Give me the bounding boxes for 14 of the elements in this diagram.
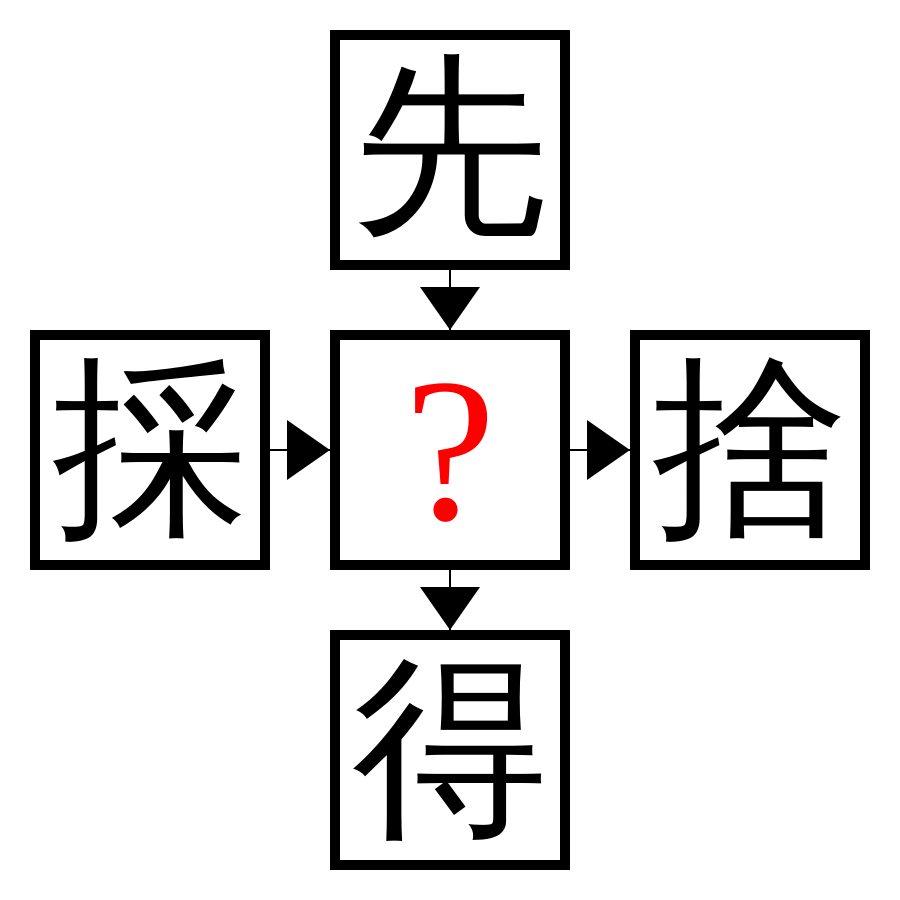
kanji-character: 捨 [652,352,848,548]
kanji-character: 採 [52,352,248,548]
character-box [330,30,570,270]
arrow [570,420,630,480]
kanji-character: 得 [352,652,548,848]
character-box [630,330,870,570]
character-box [330,630,570,870]
kanji-character: 先 [352,52,548,248]
question-mark: ? [404,348,496,552]
character-box [30,330,270,570]
arrow [420,270,480,330]
arrow [420,570,480,630]
character-box [330,330,570,570]
arrow [270,420,330,480]
